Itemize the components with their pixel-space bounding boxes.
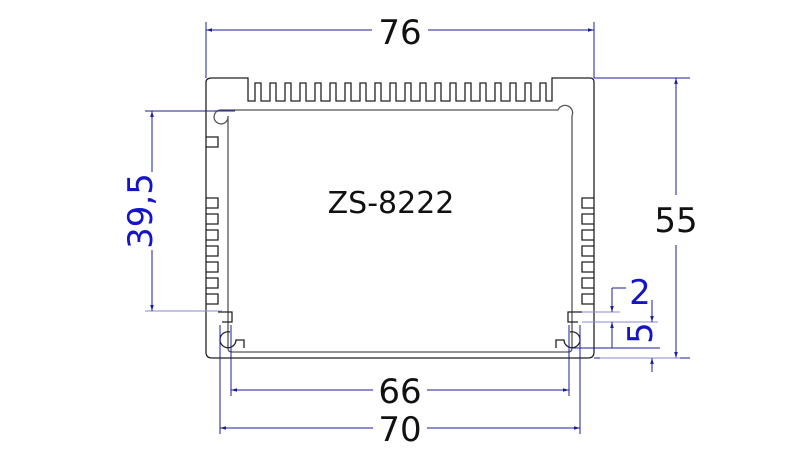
bottom-slots [218,311,582,349]
dimension-bottom-offset [572,300,680,372]
profile-outline [205,77,595,359]
dimension-overall-width [205,22,595,78]
dimension-inner-width-large-label: 70 [378,410,421,450]
dimension-overall-height-label: 55 [654,201,697,241]
dimension-wall-thickness [582,287,658,348]
dimension-inner-width-large [219,325,581,434]
part-number-label: ZS-8222 [328,186,455,221]
dimension-wall-thickness-label: 2 [629,273,651,313]
dimension-bottom-offset-label: 5 [621,322,661,344]
dimension-inner-height-label: 39,5 [121,173,161,249]
dimension-inner-width-small-label: 66 [378,372,421,412]
dimension-overall-width-label: 76 [378,13,421,53]
right-fins [581,197,594,305]
dimension-inner-height [145,110,235,312]
left-fins [206,136,219,305]
dimension-inner-width-small [230,325,570,396]
